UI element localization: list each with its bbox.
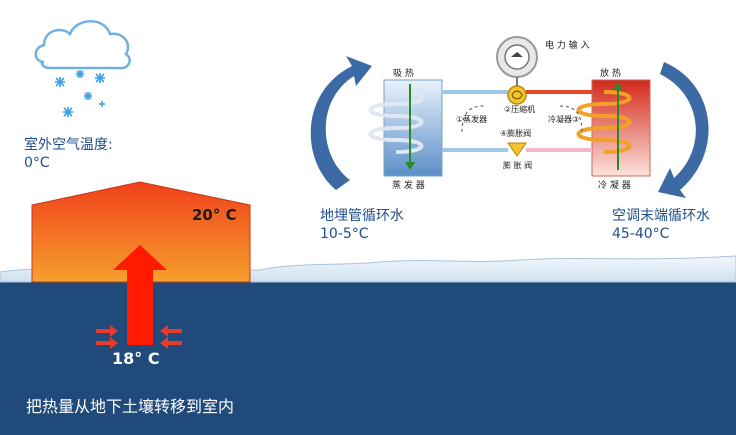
expansion-valve-inner-label: ④膨胀阀 [500,129,532,138]
terminal-loop-arrow [658,62,709,198]
ground-loop-arrow [310,56,372,190]
terminal-loop-name: 空调末端循环水 [612,208,710,224]
compressor-icon [507,85,527,105]
heat-up-arrow [113,245,167,345]
compressor-label: ②压缩机 [504,105,536,114]
condenser-inner-label: 冷凝器③ [548,115,580,124]
condenser-bottom-label: 冷 凝 器 [598,181,631,191]
outdoor-temp-label: 室外空气温度: [24,137,113,153]
terminal-loop-temp: 45-40°C [612,226,670,242]
evaporator-coil [368,90,424,154]
condenser-coil [576,90,632,154]
absorb-heat-label: 吸 热 [393,69,414,79]
house-temp: 20° C [192,206,237,224]
side-heat-arrows [96,325,182,349]
cloud-icon [34,20,131,70]
ground-loop-name: 地埋管循环水 [320,208,404,224]
expansion-valve-icon [507,142,527,157]
outdoor-temp-value: 0°C [24,155,50,171]
ground-soil [0,282,736,435]
ground-loop-temp: 10-5°C [320,226,369,242]
ground-temp: 18° C [112,349,160,368]
release-heat-label: 放 热 [600,69,621,79]
expansion-valve-bottom-label: 膨 胀 阀 [503,161,533,170]
house [31,181,251,283]
snowflake-icons [55,70,105,117]
evaporator-bottom-label: 蒸 发 器 [392,181,425,191]
evaporator-inner-label: ①蒸发器 [456,115,488,124]
caption: 把热量从地下土壤转移到室内 [26,397,235,416]
power-input-label: 电 力 输 入 [545,41,590,51]
